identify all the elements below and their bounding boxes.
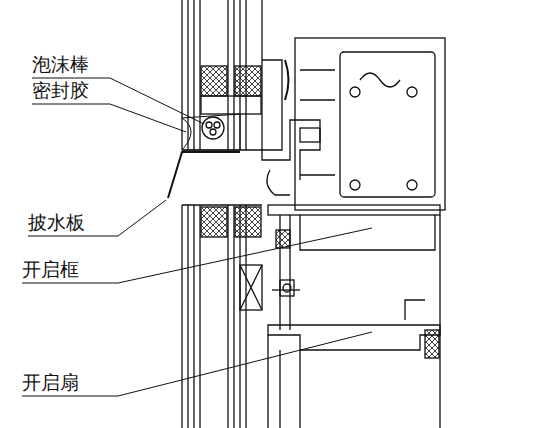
opening-sash <box>268 300 440 428</box>
part-label: 泡沫棒 <box>32 54 89 75</box>
upper-glass <box>182 0 282 150</box>
part-label: 开启扇 <box>22 372 79 393</box>
part-label: 开启框 <box>22 259 79 280</box>
mullion <box>295 38 445 210</box>
foam-rod <box>202 117 224 139</box>
opening-frame <box>268 205 440 428</box>
lower-glass <box>182 205 262 428</box>
part-label: 密封胶 <box>32 80 89 101</box>
flashing <box>168 152 240 198</box>
part-label: 披水板 <box>28 212 85 233</box>
sealant <box>182 114 240 150</box>
leader-lines <box>22 78 372 396</box>
